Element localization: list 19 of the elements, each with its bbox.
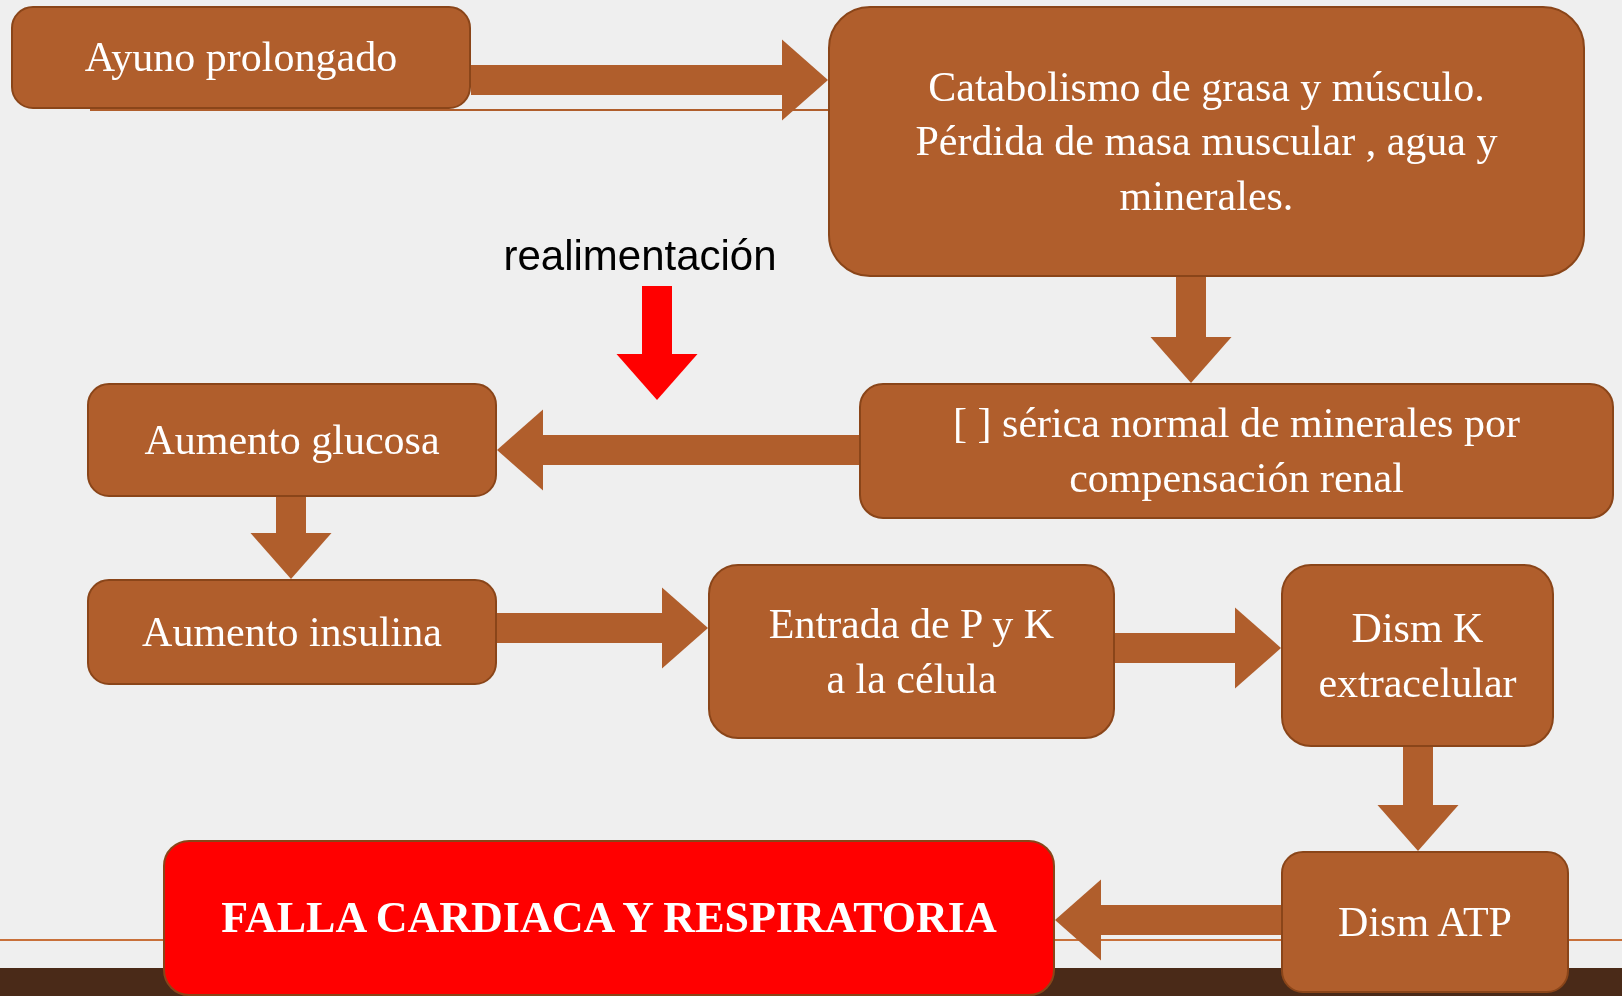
block-arrow: [471, 39, 828, 121]
block-arrow: [1115, 607, 1281, 689]
block-arrow: [250, 497, 332, 579]
process-box: [ ] sérica normal de minerales por compensación renal: [859, 383, 1614, 519]
block-arrow: [1377, 747, 1459, 851]
block-arrow: [616, 286, 698, 400]
process-box: Aumento glucosa: [87, 383, 497, 497]
process-box: Catabolismo de grasa y músculo. Pérdida de masa muscular , agua y minerales.: [828, 6, 1585, 277]
block-arrow: [497, 587, 708, 669]
process-box: Dism K extracelular: [1281, 564, 1554, 747]
annotation-text: realimentación: [470, 226, 810, 286]
process-box: Aumento insulina: [87, 579, 497, 685]
block-arrow: [1150, 277, 1232, 383]
block-arrow: [1055, 879, 1281, 961]
block-arrow: [497, 409, 859, 491]
process-box: Entrada de P y K a la célula: [708, 564, 1115, 739]
process-box: Dism ATP: [1281, 851, 1569, 993]
outcome-box: FALLA CARDIACA Y RESPIRATORIA: [163, 840, 1055, 996]
process-box: Ayuno prolongado: [11, 6, 471, 109]
